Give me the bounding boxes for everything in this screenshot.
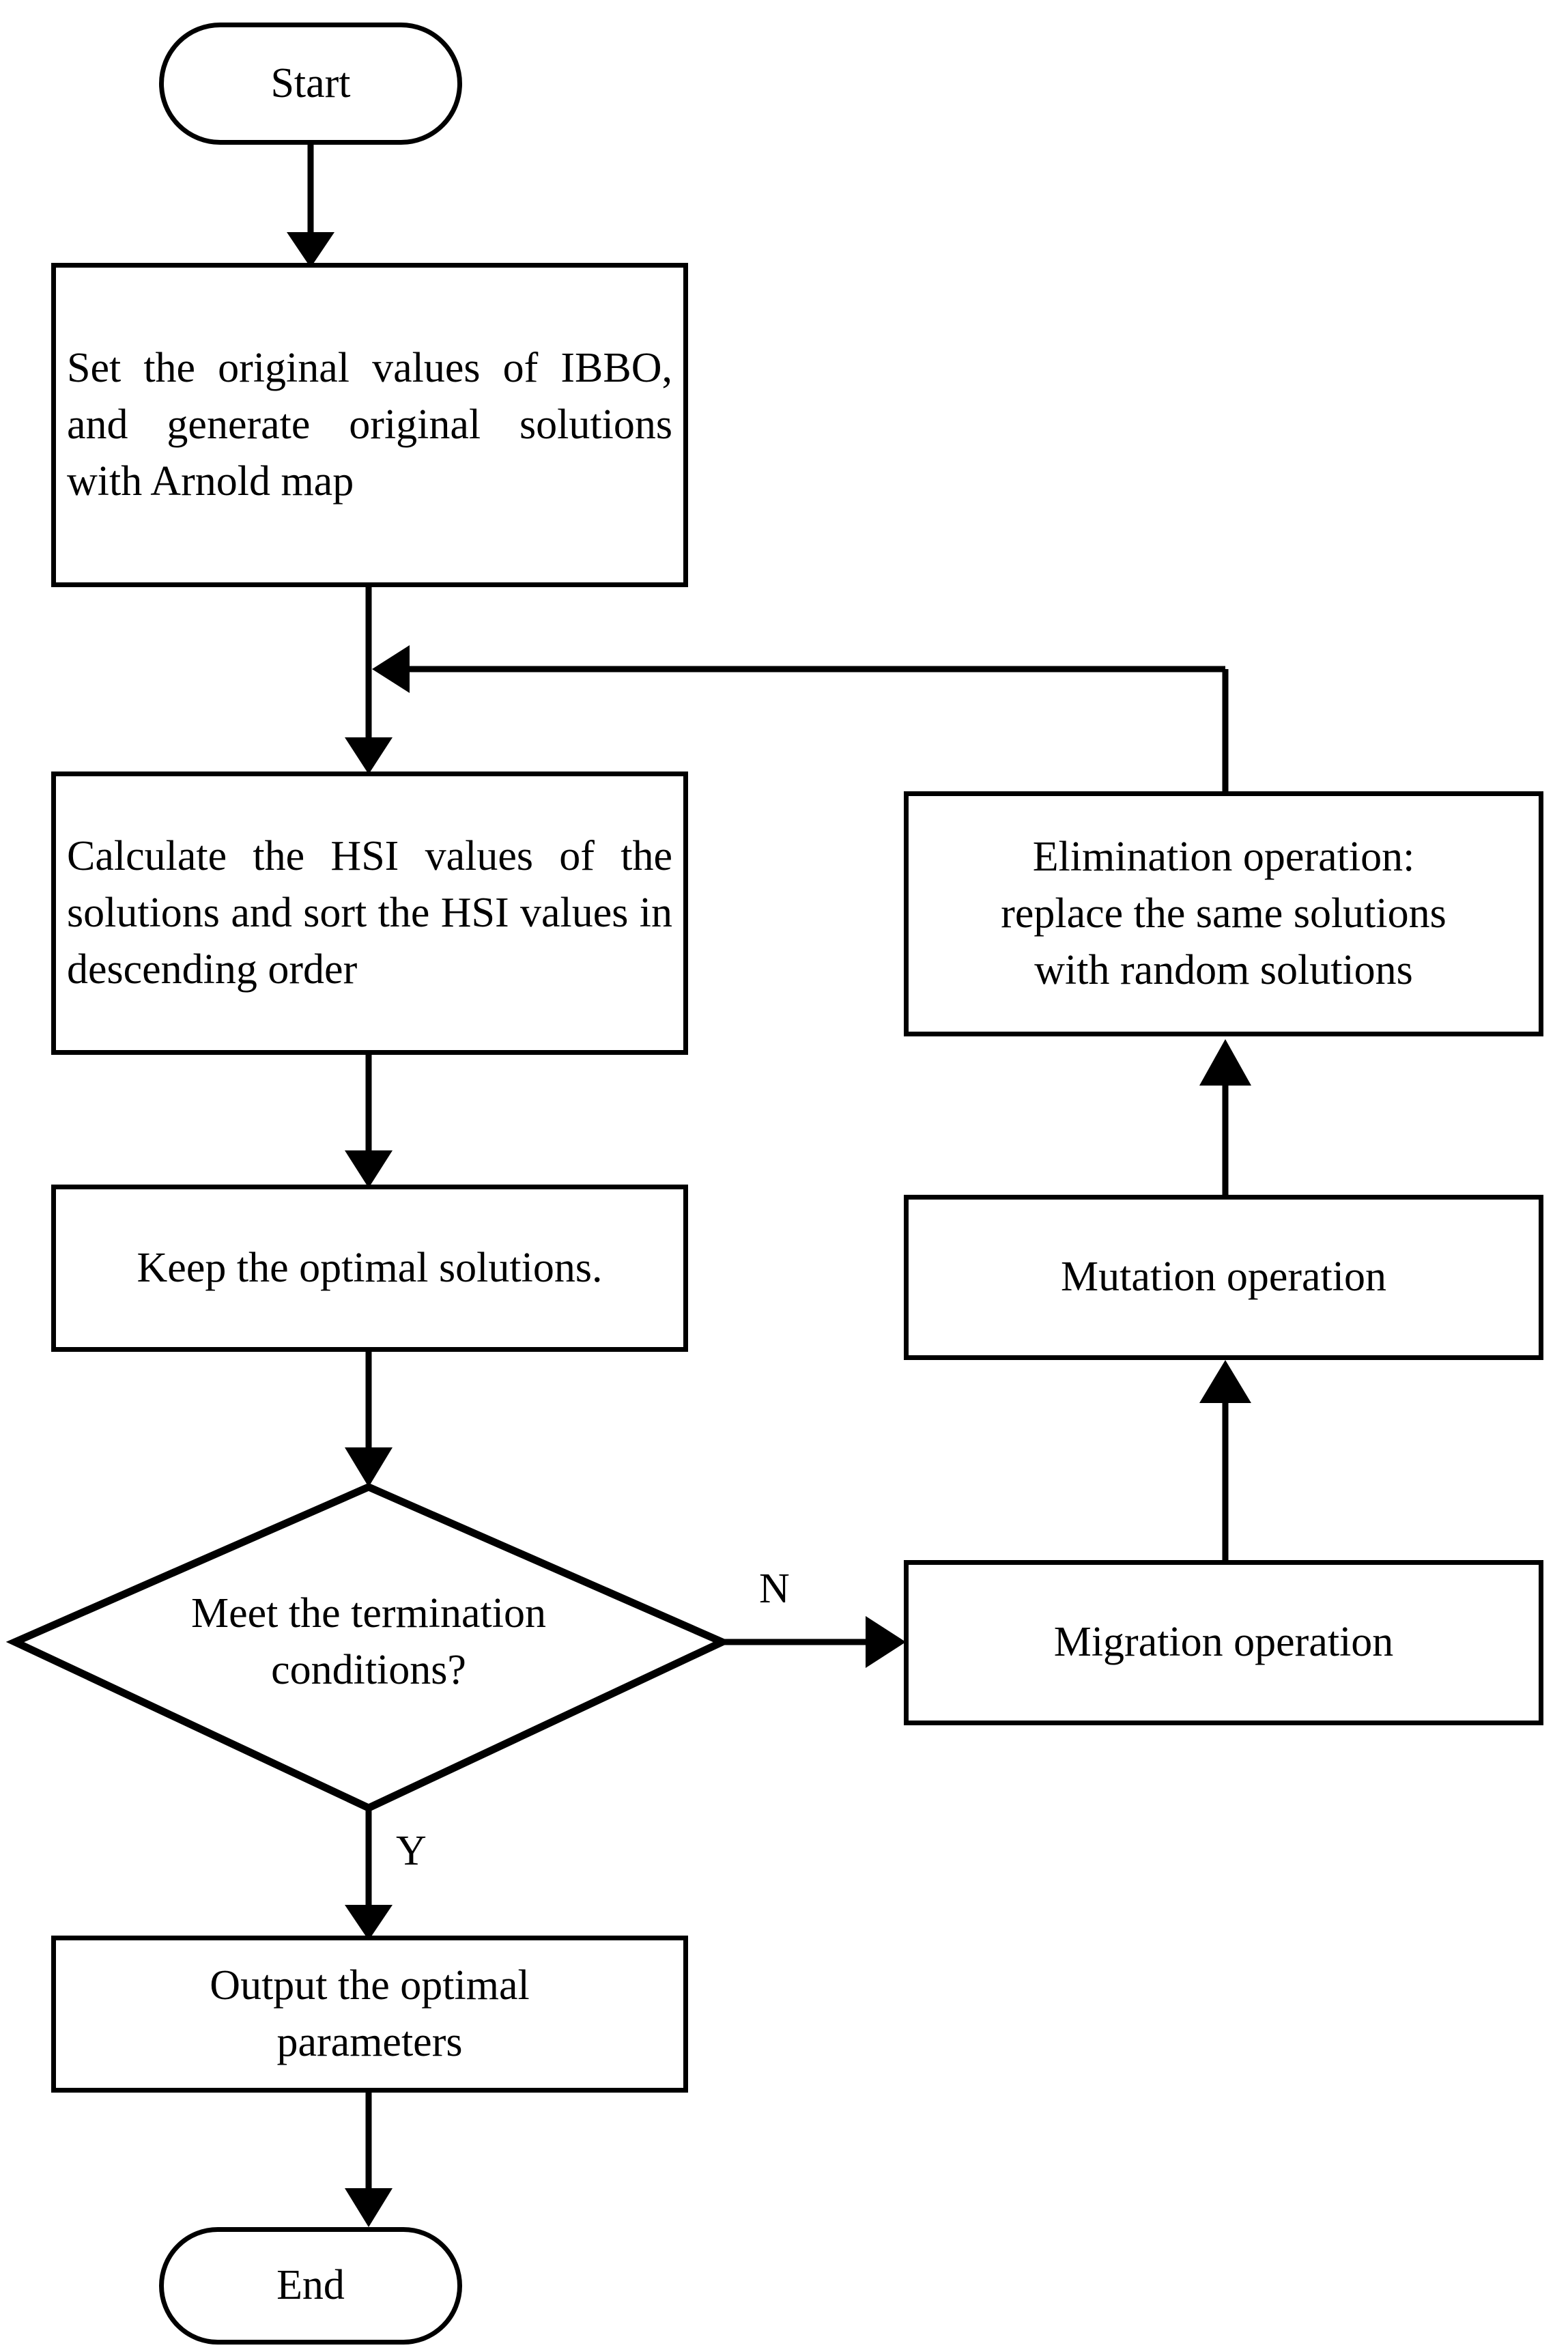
edge-migration-to-mutation	[1199, 1360, 1251, 1560]
node-elimination-operation-line3: with random solutions	[1034, 947, 1413, 994]
edge-start-to-init	[287, 145, 334, 268]
node-output-optimal-parameters-line1: Output the optimal	[210, 1962, 530, 2009]
edge-output-to-end	[345, 2093, 393, 2227]
edge-label-no: N	[759, 1566, 790, 1612]
edge-elimination-feedback	[372, 645, 1229, 791]
node-end[interactable]: End	[159, 2227, 462, 2345]
node-mutation-operation-label: Mutation operation	[1061, 1254, 1386, 1301]
node-set-original-values[interactable]: Set the original values of IBBO, and gen…	[51, 263, 688, 587]
node-migration-operation[interactable]: Migration operation	[904, 1560, 1543, 1725]
node-decision-termination-label-wrap: Meet the termination conditions?	[96, 1563, 642, 1721]
node-elimination-operation-line1: Elimination operation:	[1032, 833, 1415, 880]
node-decision-termination-line2: conditions?	[271, 1647, 466, 1693]
edge-mutation-to-elimination	[1199, 1039, 1251, 1195]
node-keep-optimal-solutions-label: Keep the optimal solutions.	[137, 1244, 603, 1291]
node-start-label: Start	[270, 59, 351, 107]
node-keep-optimal-solutions[interactable]: Keep the optimal solutions.	[51, 1185, 688, 1352]
edge-decision-yes-to-output	[345, 1808, 393, 1940]
node-output-optimal-parameters[interactable]: Output the optimal parameters	[51, 1936, 688, 2093]
node-set-original-values-label: Set the original values of IBBO, and gen…	[67, 344, 672, 505]
node-output-optimal-parameters-line2: parameters	[276, 2019, 463, 2065]
node-start[interactable]: Start	[159, 23, 462, 145]
node-elimination-operation[interactable]: Elimination operation: replace the same …	[904, 791, 1543, 1036]
node-decision-termination-line1: Meet the termination	[191, 1589, 546, 1637]
edge-keep-to-decision	[345, 1352, 393, 1487]
node-mutation-operation[interactable]: Mutation operation	[904, 1195, 1543, 1360]
node-end-label: End	[276, 2262, 345, 2309]
edge-decision-no-to-migration	[722, 1616, 906, 1668]
edge-init-to-calculate	[345, 587, 393, 774]
node-elimination-operation-line2: replace the same solutions	[1001, 890, 1446, 937]
node-migration-operation-label: Migration operation	[1053, 1619, 1394, 1666]
edge-label-yes: Y	[396, 1828, 427, 1874]
node-calculate-hsi[interactable]: Calculate the HSI values of the solution…	[51, 771, 688, 1055]
node-calculate-hsi-label: Calculate the HSI values of the solution…	[67, 832, 672, 993]
edge-calculate-to-keep	[345, 1055, 393, 1188]
